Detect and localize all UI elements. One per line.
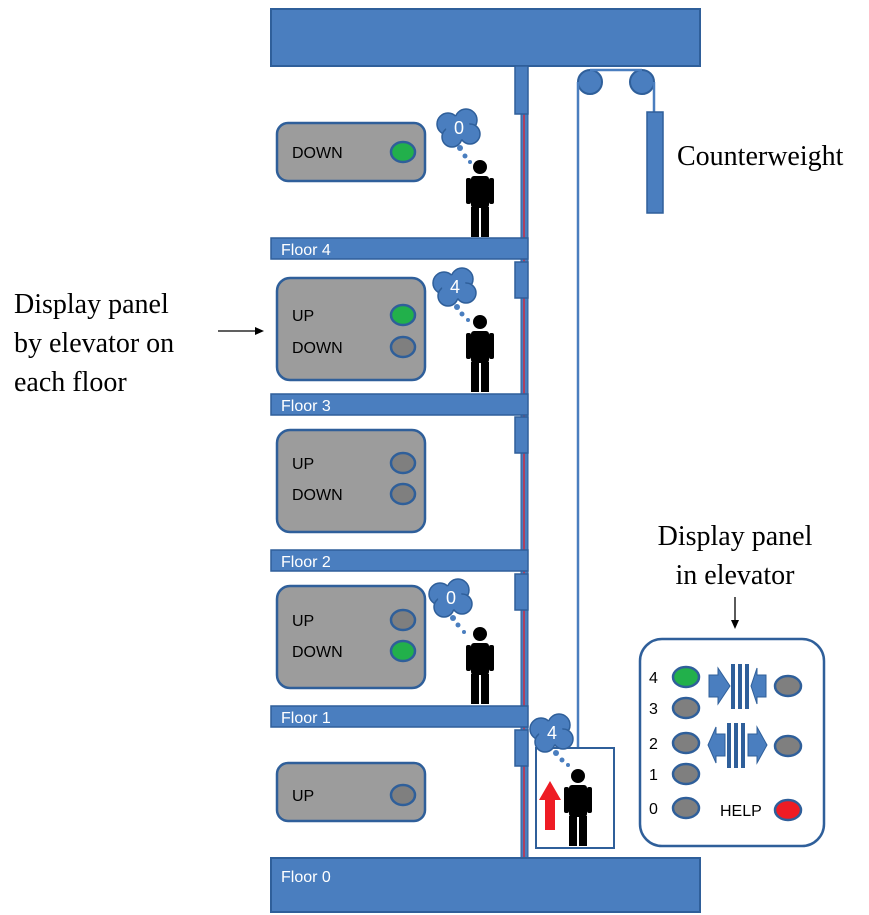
car-display-panel: 4 3 2 1 0 HELP: [638, 637, 826, 848]
panel-row-label: DOWN: [292, 644, 343, 661]
person-floor-3: 4: [432, 267, 494, 392]
floor-slab-2: Floor 2: [270, 549, 529, 572]
elevator-car: 4: [529, 713, 615, 849]
door-tab: [514, 416, 529, 454]
door-tab: [514, 261, 529, 299]
panel-row-label: UP: [292, 456, 314, 473]
thought-bubble: 0: [436, 108, 481, 164]
pulley-left: [577, 69, 603, 95]
down-lamp[interactable]: [389, 482, 417, 506]
panel-row-label: UP: [292, 788, 314, 805]
car-floor-button-4[interactable]: [671, 665, 701, 689]
panel-row-label: UP: [292, 613, 314, 630]
hall-panel-floor-3: UP DOWN: [275, 276, 427, 382]
counterweight-label: Counterweight: [677, 141, 844, 172]
hall-panel-floor-2: UP DOWN: [275, 428, 427, 534]
floor-slab-1: Floor 1: [270, 705, 529, 728]
hall-panel-floor-1: UP DOWN: [275, 584, 427, 690]
panel-row-label: DOWN: [292, 145, 343, 162]
car-floor-label: 0: [649, 801, 658, 818]
roof-beam: [270, 8, 701, 67]
thought-bubble: 4: [432, 267, 477, 322]
floor-label: Floor 4: [281, 242, 331, 259]
thought-value: 0: [454, 118, 464, 138]
thought-value: 0: [446, 588, 456, 608]
door-tab: [514, 729, 529, 767]
car-floor-label: 4: [649, 670, 658, 687]
floor-panel-annotation-line-3: each floor: [14, 367, 127, 398]
thought-bubble: 0: [428, 578, 473, 634]
car-floor-button-3[interactable]: [671, 696, 701, 720]
up-lamp[interactable]: [389, 608, 417, 632]
pulley-right: [629, 69, 655, 95]
floor-panel-annotation-line-2: by elevator on: [14, 328, 174, 359]
door-close-button[interactable]: [773, 674, 803, 698]
floor-slab-0: Floor 0: [270, 857, 701, 913]
up-arrow-icon: [539, 781, 561, 830]
thought-bubble: 4: [529, 713, 574, 767]
car-panel-annotation-line-2: in elevator: [676, 560, 796, 591]
arrow-right-icon: [218, 327, 264, 335]
car-floor-button-2[interactable]: [671, 731, 701, 755]
counterweight-block: [646, 111, 664, 214]
panel-row-label: DOWN: [292, 340, 343, 357]
car-floor-label: 2: [649, 736, 658, 753]
car-floor-label: 3: [649, 701, 658, 718]
panel-row-label: DOWN: [292, 487, 343, 504]
car-floor-button-1[interactable]: [671, 762, 701, 786]
floor-label: Floor 0: [281, 869, 331, 886]
floor-slab-4: Floor 4: [270, 237, 529, 260]
person-floor-1: 0: [428, 578, 494, 704]
up-lamp[interactable]: [389, 783, 417, 807]
floor-label: Floor 2: [281, 554, 331, 571]
down-lamp[interactable]: [389, 140, 417, 164]
floor-label: Floor 3: [281, 398, 331, 415]
thought-value: 4: [450, 277, 460, 297]
arrow-down-icon: [731, 597, 739, 629]
floor-label: Floor 1: [281, 710, 331, 727]
help-button[interactable]: [773, 798, 803, 822]
up-lamp[interactable]: [389, 303, 417, 327]
person-floor-4: 0: [436, 108, 494, 237]
car-floor-button-0[interactable]: [671, 796, 701, 820]
door-open-icon: [707, 723, 768, 768]
floor-slab-3: Floor 3: [270, 393, 529, 416]
floor-panel-annotation-line-1: Display panel: [14, 289, 169, 320]
thought-value: 4: [547, 723, 557, 743]
car-floor-label: 1: [649, 767, 658, 784]
panel-row-label: UP: [292, 308, 314, 325]
door-close-icon: [708, 664, 767, 709]
down-lamp[interactable]: [389, 639, 417, 663]
hall-panel-floor-4: DOWN: [275, 121, 427, 183]
down-lamp[interactable]: [389, 335, 417, 359]
door-tab: [514, 65, 529, 115]
car-panel-annotation-line-1: Display panel: [658, 521, 813, 552]
hall-panel-floor-0: UP: [275, 761, 427, 823]
help-label: HELP: [720, 803, 762, 820]
door-tab: [514, 573, 529, 611]
up-lamp[interactable]: [389, 451, 417, 475]
door-open-button[interactable]: [773, 734, 803, 758]
